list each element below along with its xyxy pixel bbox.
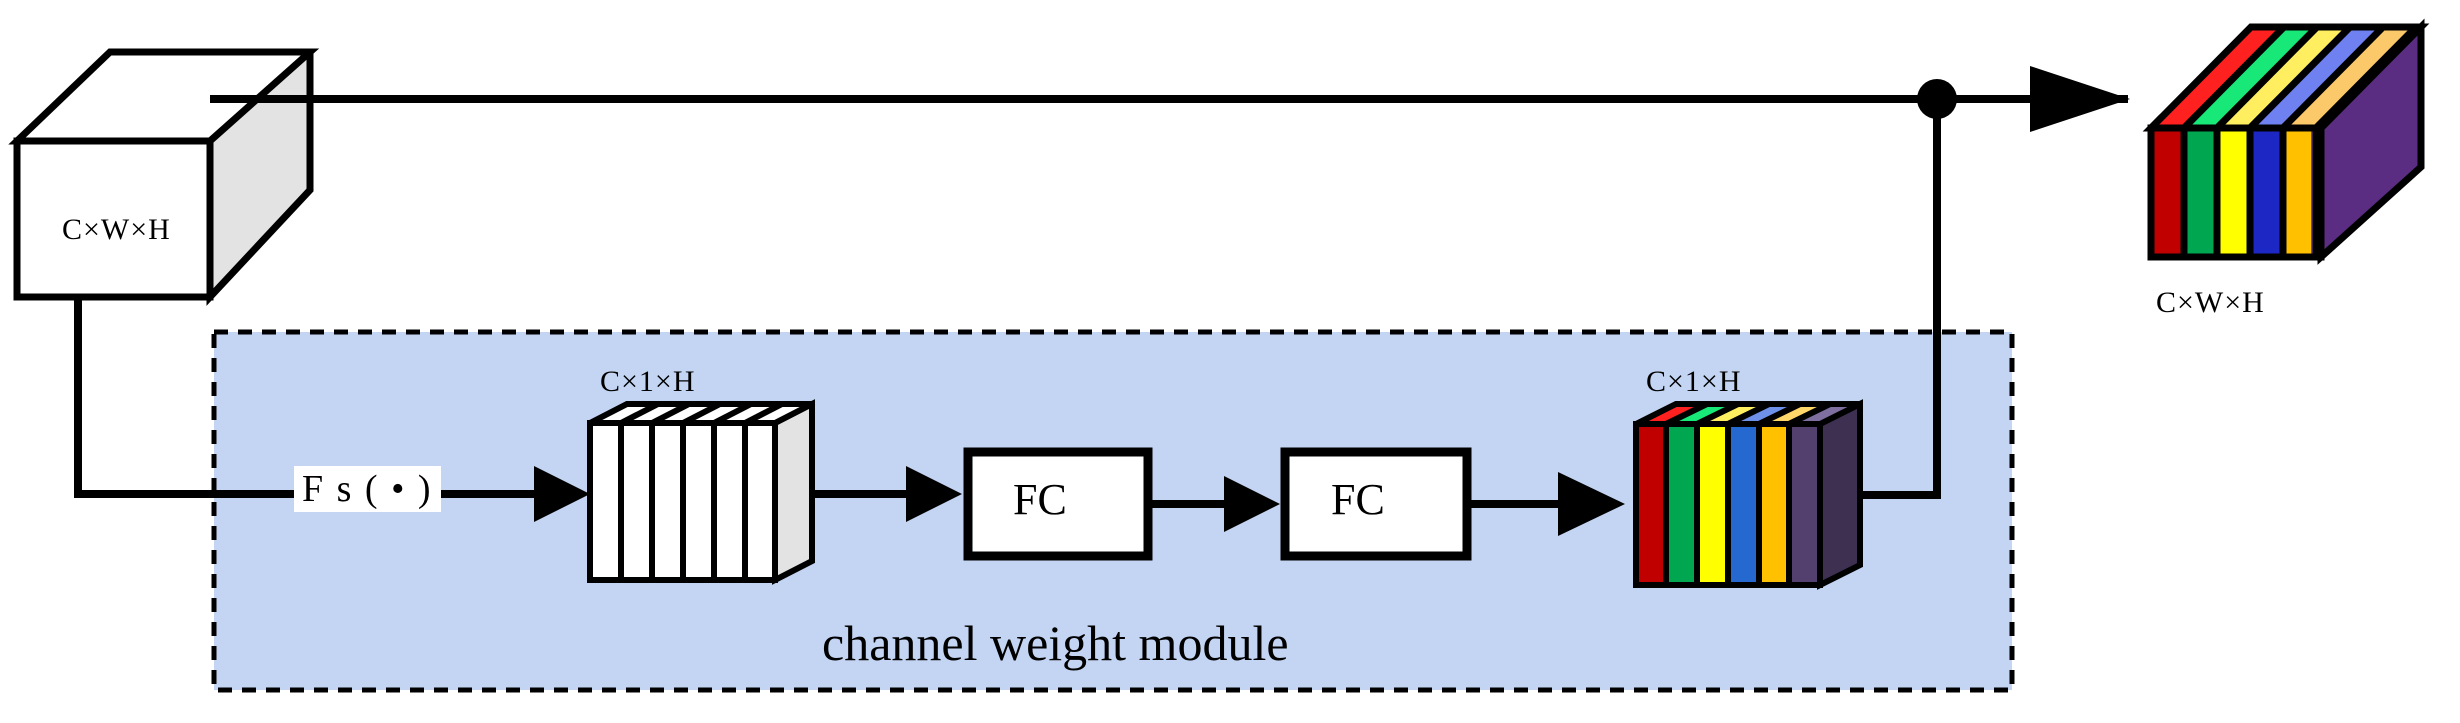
output-dim-label: C×W×H [2156,286,2265,319]
input-feature-map [8,48,320,306]
squeeze-op-label: F s ( • ) [294,466,441,512]
arrow-fc1-to-fc2-head [1224,476,1280,532]
arrow-pool-to-fc1-head [906,466,962,522]
input-dim-label: C×W×H [62,213,171,246]
skip-arrowhead [2030,66,2130,132]
channel-weight-module-label: channel weight module [822,615,1289,671]
arrow-fc2-to-weights-head [1558,472,1625,536]
fc-block-1-label: FC [1013,475,1067,524]
weight-dim-label: C×1×H [1646,365,1742,398]
pooled-tensor-block [587,399,815,585]
pooled-dim-label: C×1×H [600,365,696,398]
channel-weight-block [1633,399,1863,590]
fc-block-2-label: FC [1331,475,1385,524]
fc-block-1 [963,447,1153,561]
arrow-fs-to-pool-head [534,466,590,522]
fc-block-2 [1280,447,1472,561]
output-feature-map [2142,18,2430,265]
